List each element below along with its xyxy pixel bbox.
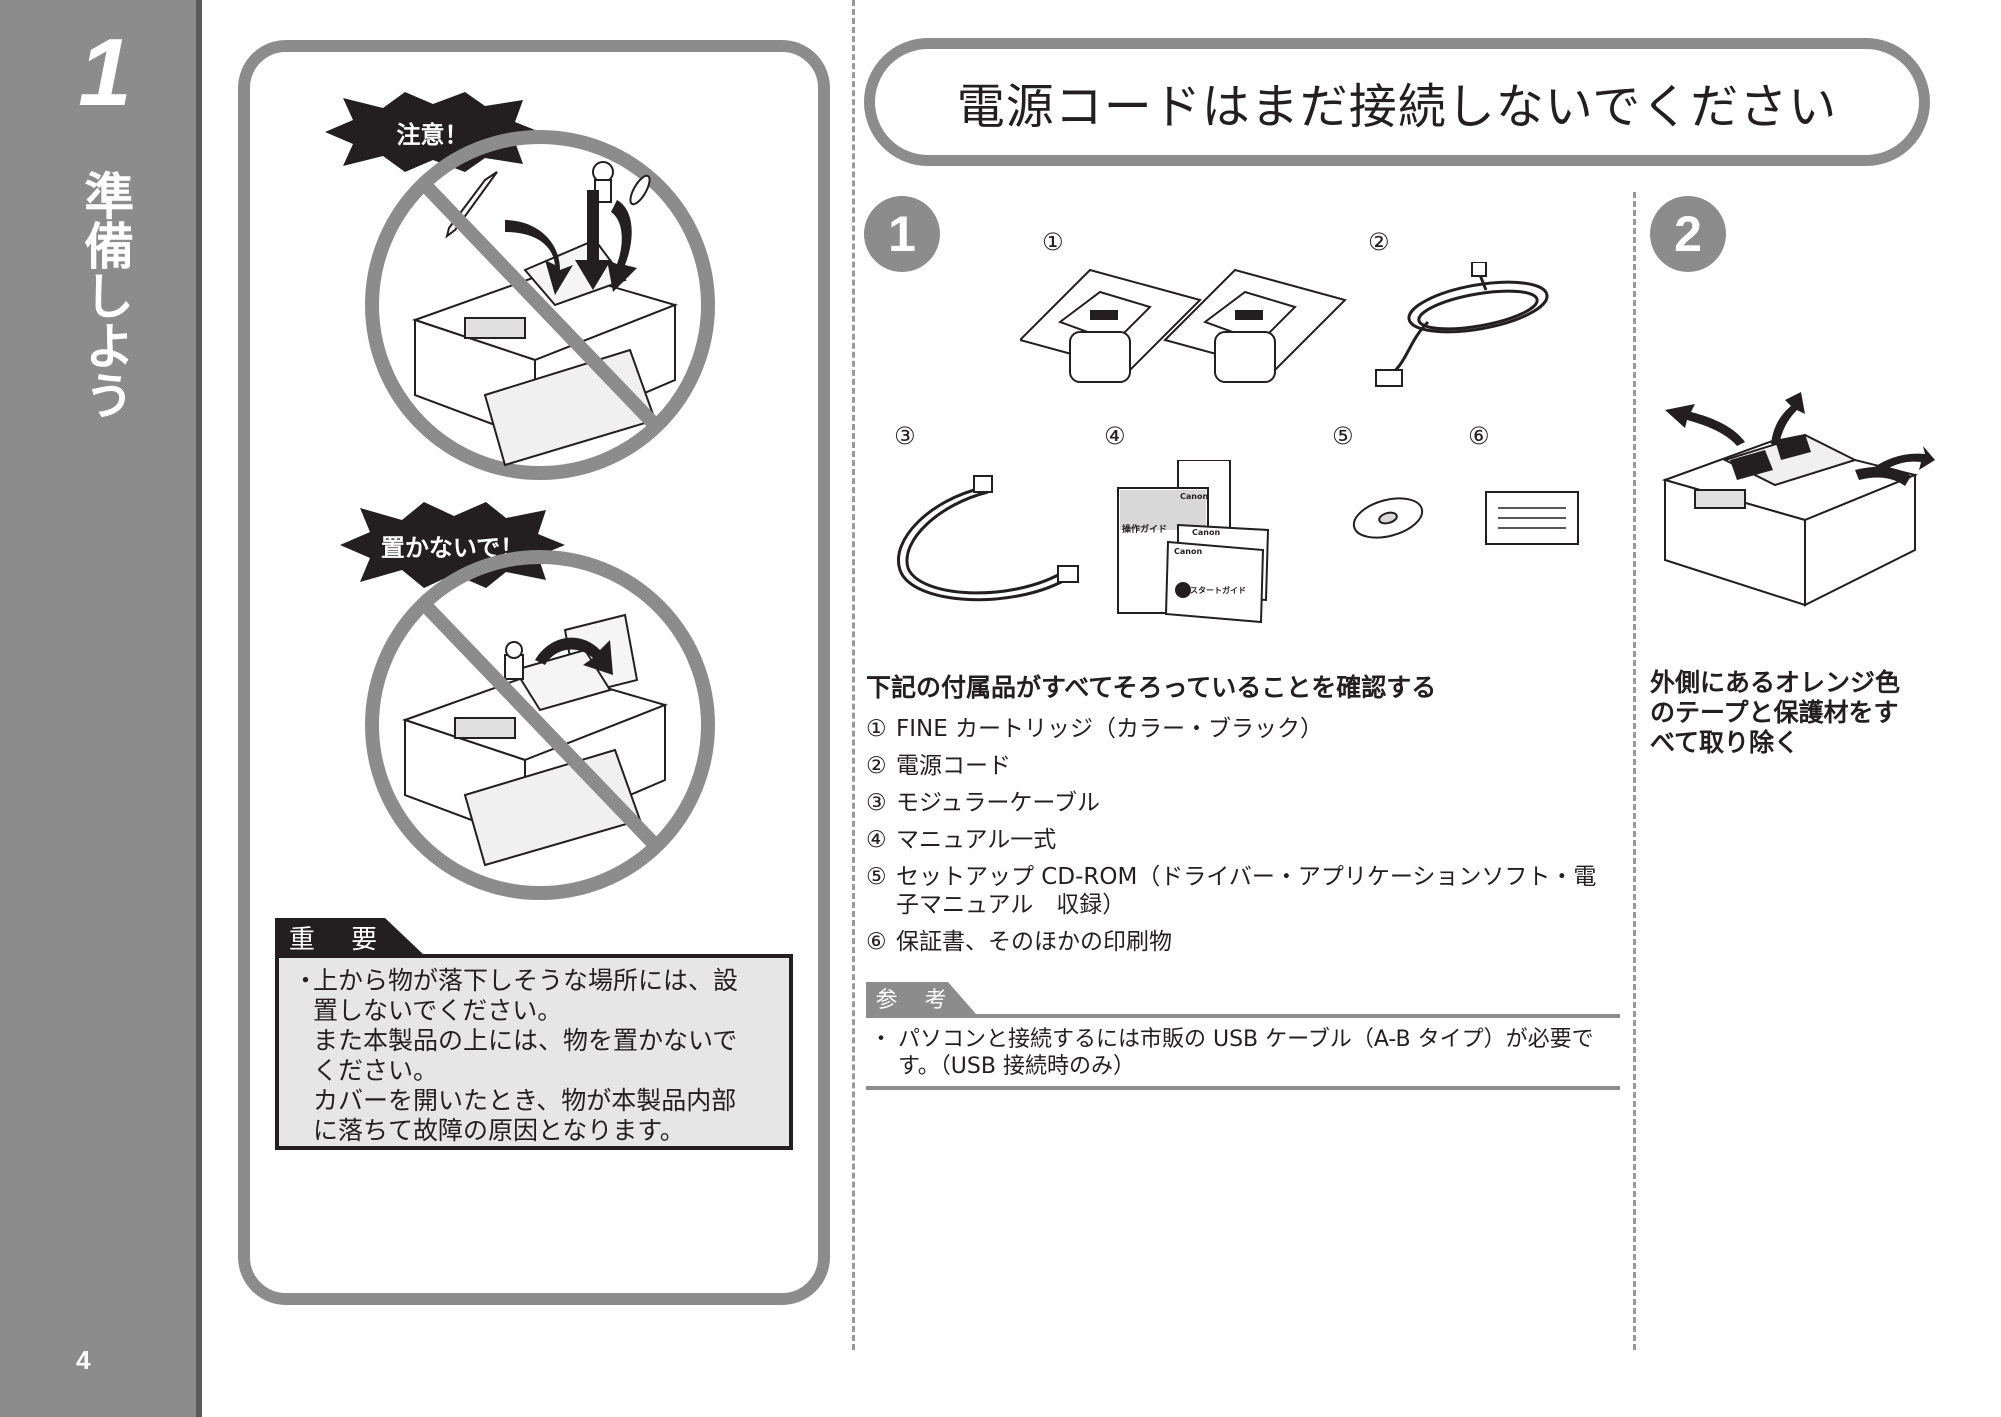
important-bullet: ・ [293,966,319,995]
page-title-box: 電源コードはまだ接続しないでください [864,38,1930,166]
important-text: 上から物が落下しそうな場所には、設 置しないでください。 また本製品の上には、物… [313,966,739,1145]
step-2-badge: 2 [1650,196,1726,272]
caution-label: 注意！ [396,120,469,149]
step-2-instruction: 外側にあるオレンジ色 のテープと保護材をす べて取り除く [1650,668,1901,757]
reference-bullet: ・ [870,1027,893,1052]
reference-text: パソコンと接続するには市販の USB ケーブル（A-B タイプ）が必要で す。（… [898,1027,1594,1079]
manuals-illustration: Canon 操作ガイド Canon Canon スタートガイド [1108,459,1288,625]
item-marker: ① [866,716,887,742]
list-item: ⑤ セットアップ CD-ROM（ドライバー・アプリケーションソフト・電 子マニュア… [866,863,1626,919]
item-marker-2: ② [1368,228,1390,256]
reference-bottom-rule [866,1086,1620,1090]
manual-guide-label: 操作ガイド [1122,525,1168,535]
reference-note: ・ パソコンと接続するには市販の USB ケーブル（A-B タイプ）が必要で す… [870,1026,1620,1080]
reference-tab-label: 参 考 [875,988,957,1013]
manual-brand-3: Canon [1174,547,1203,556]
item-marker: ③ [866,790,887,816]
item-marker: ⑥ [866,929,887,955]
item-text: 保証書、そのほかの印刷物 [896,929,1172,955]
item-text: マニュアル一式 [896,827,1057,853]
no-objects-on-top-illustration [355,120,725,480]
manual-start-guide-label: スタートガイド [1190,586,1246,595]
important-tab-label: 重 要 [288,924,392,955]
fine-cartridges-illustration [1018,262,1350,397]
remove-tape-illustration [1655,390,1935,615]
list-item: ② 電源コード [866,752,1626,780]
no-objects-on-cover-illustration [355,540,725,900]
column-divider-right [1633,192,1636,1350]
chapter-title: 準備しよう [0,150,210,440]
manual-brand-2: Canon [1192,528,1221,537]
step-1-badge: 1 [864,196,940,272]
item-text: セットアップ CD-ROM（ドライバー・アプリケーションソフト・電 子マニュアル… [896,864,1597,918]
item-marker-1: ① [1042,228,1064,256]
item-marker-6: ⑥ [1468,422,1490,450]
manual-brand-1: Canon [1180,492,1209,501]
item-marker-5: ⑤ [1332,422,1354,450]
warranty-card-illustration [1484,490,1580,546]
important-note: ・ 上から物が落下しそうな場所には、設 置しないでください。 また本製品の上には… [275,954,793,1150]
list-item: ① FINE カートリッジ（カラー・ブラック） [866,715,1626,743]
list-item: ⑥ 保証書、そのほかの印刷物 [866,928,1626,956]
page-number: 4 [76,1345,91,1375]
list-item: ④ マニュアル一式 [866,826,1626,854]
step-1-heading: 下記の付属品がすべてそろっていることを確認する [866,673,1437,702]
item-marker-4: ④ [1104,422,1126,450]
accessory-list: ① FINE カートリッジ（カラー・ブラック） ② 電源コード ③ モジュラーケーブル… [866,715,1626,965]
reference-tab: 参 考 [866,982,976,1014]
item-text: FINE カートリッジ（カラー・ブラック） [896,716,1324,742]
cd-rom-illustration [1350,495,1426,541]
page-title: 電源コードはまだ接続しないでください [956,79,1838,135]
chapter-title-text: 準備しよう [76,170,135,420]
item-marker: ② [866,753,887,779]
list-item: ③ モジュラーケーブル [866,789,1626,817]
power-cord-illustration [1368,261,1578,392]
warning-panel [238,40,830,1305]
reference-top-rule [866,1014,1620,1018]
chapter-sidebar: 1 準備しよう 4 [0,0,202,1417]
item-marker: ④ [866,827,887,853]
important-tab: 重 要 [275,918,425,956]
column-divider-left [852,0,855,1350]
item-marker-3: ③ [894,422,916,450]
item-marker: ⑤ [866,864,887,890]
chapter-number: 1 [78,19,132,126]
item-text: 電源コード [896,753,1011,779]
modular-cable-illustration [890,470,1090,615]
item-text: モジュラーケーブル [896,790,1101,816]
